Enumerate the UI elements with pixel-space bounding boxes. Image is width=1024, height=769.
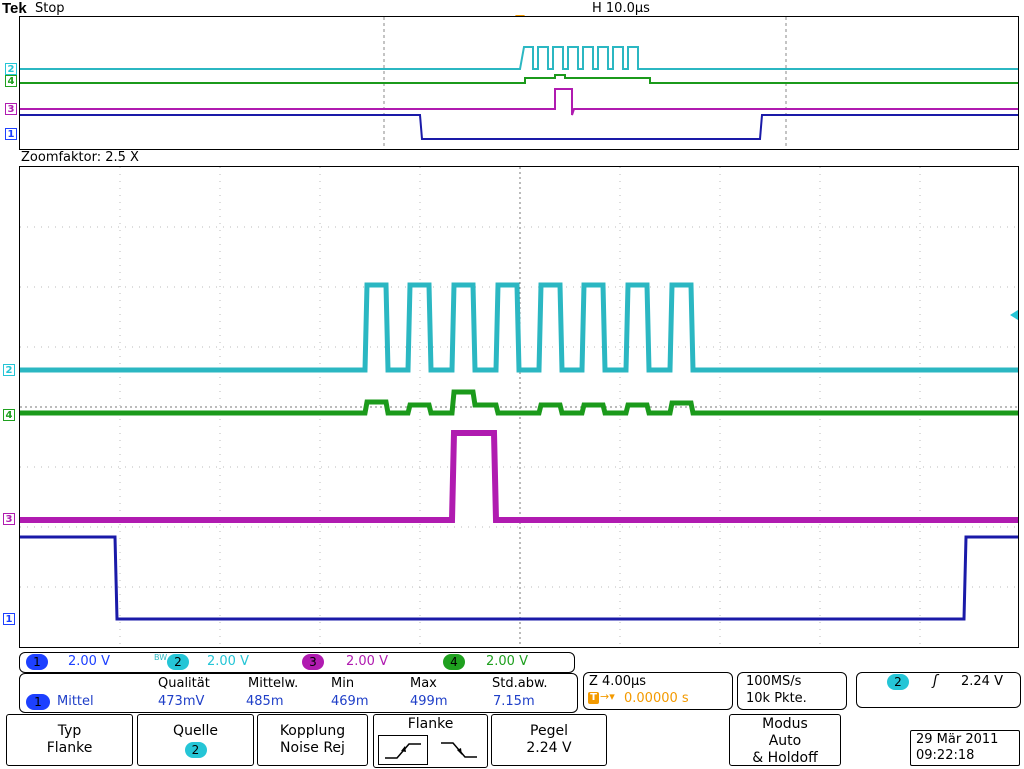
ch4-scale[interactable]: 2.00 V [486, 654, 528, 669]
menu-button-mode[interactable]: Modus Auto & Holdoff [729, 714, 841, 766]
menu-mode-holdoff: & Holdoff [752, 750, 818, 766]
ch3-badge[interactable]: 3 [302, 654, 324, 670]
overview-ch3-marker[interactable]: 3 [5, 103, 17, 115]
meas-name: Mittel [57, 694, 94, 709]
zoom-trace-ch4 [20, 389, 1018, 416]
zoom-factor-label: Zoomfaktor: 2.5 X [21, 150, 139, 165]
ch2-scale[interactable]: 2.00 V [207, 654, 249, 669]
menu-coupling-value: Noise Rej [280, 740, 345, 756]
trigger-position-value: 0.00000 s [624, 691, 689, 706]
bandwidth-limit-icon: BW [154, 653, 168, 662]
menu-source-label: Quelle [173, 723, 218, 739]
sample-rate: 100MS/s [746, 674, 802, 689]
acquisition-panel[interactable]: 100MS/s 10k Pkte. [737, 672, 847, 710]
trigger-t-icon: T [588, 692, 599, 704]
meas-ch1-badge: 1 [26, 694, 50, 710]
zoom-graticule [20, 167, 1018, 647]
meas-value-quality: 473mV [158, 694, 205, 709]
menu-slope-label: Flanke [407, 716, 454, 732]
menu-button-slope[interactable]: Flanke [373, 714, 488, 768]
meas-value-stddev: 7.15m [493, 694, 535, 709]
meas-header-min: Min [331, 676, 355, 691]
trigger-source-badge: 2 [887, 674, 909, 690]
menu-mode-label: Modus [762, 716, 808, 732]
meas-value-mean: 485m [246, 694, 284, 709]
acquisition-state: Stop [35, 1, 65, 16]
horizontal-scale: H 10.0µs [592, 1, 650, 16]
overview-ch2-marker[interactable]: 2 [5, 63, 17, 75]
zoom-trace-ch2 [20, 282, 1018, 373]
date-text: 29 Mär 2011 [916, 732, 999, 747]
ch1-scale[interactable]: 2.00 V [68, 654, 110, 669]
zoom-ch4-marker[interactable]: 4 [3, 409, 15, 421]
falling-slope-icon [441, 742, 477, 758]
brand-logo: Tek [2, 0, 27, 17]
trigger-level: 2.24 V [961, 674, 1003, 689]
menu-button-coupling[interactable]: Kopplung Noise Rej [257, 714, 368, 766]
menu-button-level[interactable]: Pegel 2.24 V [491, 714, 607, 766]
menu-button-type[interactable]: Typ Flanke [6, 714, 133, 766]
trigger-panel[interactable]: 2 ʃ 2.24 V [856, 672, 1021, 708]
menu-button-source[interactable]: Quelle 2 [137, 714, 254, 766]
overview-panel [19, 16, 1019, 150]
falling-slope-option[interactable] [434, 735, 484, 765]
datetime-panel: 29 Mär 2011 09:22:18 [910, 730, 1020, 766]
meas-header-mean: Mittelw. [248, 676, 299, 691]
timebase-panel[interactable]: Z 4.00µs T →▾ 0.00000 s [583, 672, 733, 710]
meas-header-max: Max [410, 676, 437, 691]
rising-slope-icon [385, 743, 421, 759]
rising-slope-option[interactable] [378, 735, 428, 765]
ch4-badge[interactable]: 4 [443, 654, 465, 670]
overview-trace-ch4 [20, 74, 1018, 84]
menu-type-value: Flanke [46, 740, 93, 756]
overview-trace-ch2 [20, 46, 1018, 70]
overview-ch4-marker[interactable]: 4 [5, 75, 17, 87]
menu-coupling-label: Kopplung [279, 723, 346, 739]
overview-trace-ch1 [20, 114, 1018, 140]
time-text: 09:22:18 [916, 748, 975, 763]
meas-header-stddev: Std.abw. [492, 676, 548, 691]
zoom-ch2-marker[interactable]: 2 [3, 364, 15, 376]
zoom-waveforms [20, 282, 1018, 621]
menu-level-value: 2.24 V [526, 740, 572, 756]
record-length: 10k Pkte. [746, 691, 807, 706]
meas-header-quality: Qualität [158, 676, 210, 691]
ch1-badge[interactable]: 1 [26, 654, 48, 670]
trigger-arrow-icon: →▾ [600, 690, 615, 703]
ch2-badge[interactable]: 2 [167, 654, 189, 670]
overview-waveforms [20, 17, 1018, 149]
menu-mode-value: Auto [768, 733, 802, 749]
zoom-timebase: Z 4.00µs [589, 674, 647, 689]
meas-value-max: 499m [410, 694, 448, 709]
menu-type-label: Typ [57, 723, 82, 739]
rising-edge-icon: ʃ [933, 673, 938, 689]
zoom-ch1-marker[interactable]: 1 [3, 613, 15, 625]
zoom-trace-ch3 [20, 430, 1018, 523]
trigger-level-arrow-icon [1010, 310, 1018, 320]
zoom-panel [19, 166, 1019, 648]
menu-level-label: Pegel [530, 723, 568, 739]
channel-scale-bar: 1 2.00 V BW 2 2.00 V 3 2.00 V 4 2.00 V [19, 652, 575, 673]
menu-source-badge: 2 [184, 742, 207, 758]
overview-trace-ch3 [20, 88, 1018, 116]
zoom-ch3-marker[interactable]: 3 [3, 513, 15, 525]
zoom-trace-ch1 [20, 535, 1018, 621]
ch3-scale[interactable]: 2.00 V [346, 654, 388, 669]
meas-value-min: 469m [331, 694, 369, 709]
measurement-panel: 1 Mittel Qualität Mittelw. Min Max Std.a… [19, 673, 578, 713]
overview-ch1-marker[interactable]: 1 [5, 128, 17, 140]
